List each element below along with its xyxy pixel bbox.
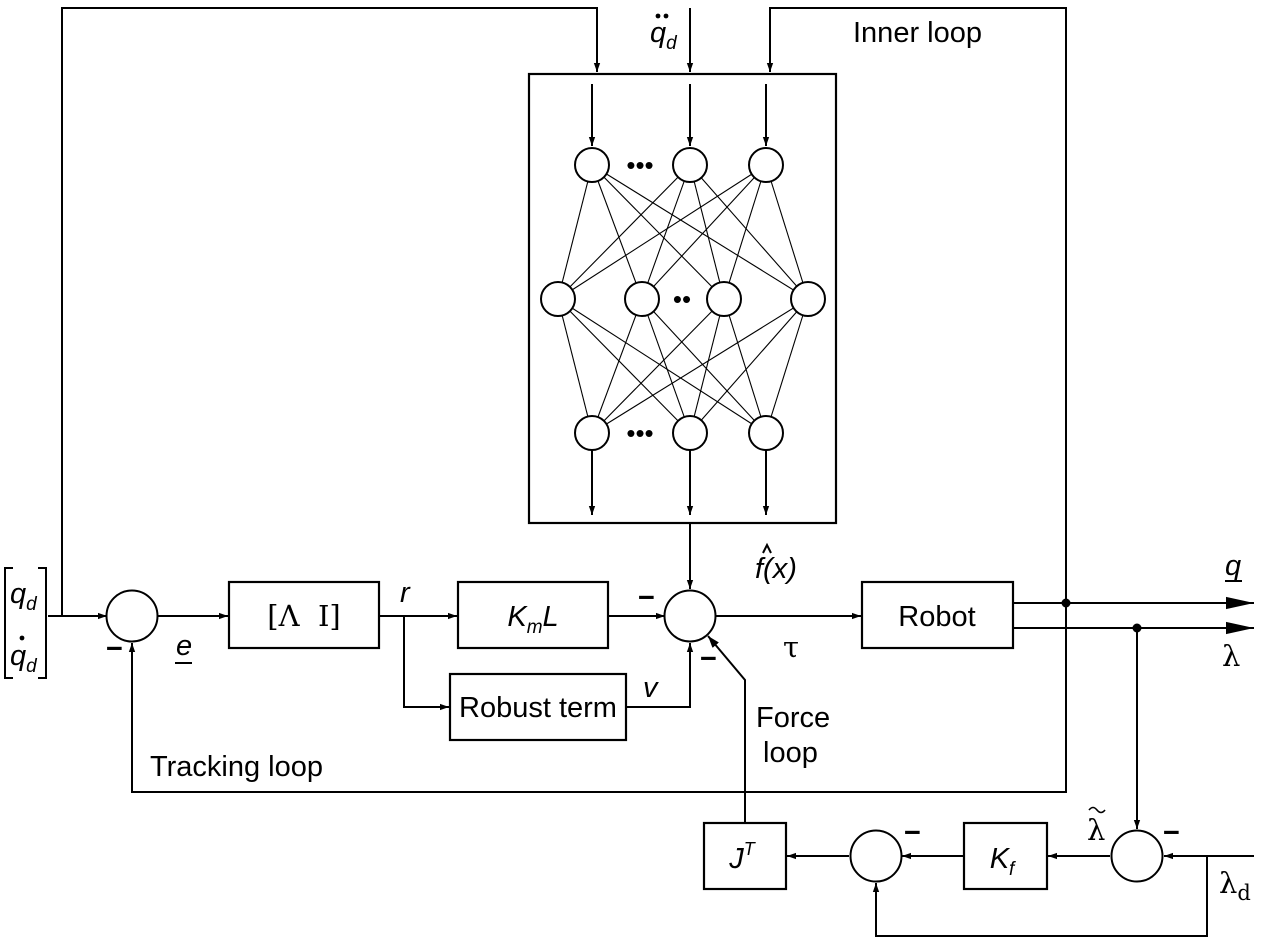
inner-loop-label: Inner loop [853, 17, 982, 49]
neural-network-block: ••• •• ••• [527, 72, 838, 525]
nn-output-node [748, 415, 784, 451]
robust-term-block: Robust term [448, 672, 628, 742]
nn-connection [591, 164, 643, 300]
qd-label: qd [10, 578, 38, 615]
tracking-loop-line [128, 603, 1067, 793]
tracking-minus-sign: − [106, 633, 123, 665]
hidden-layer-ellipsis: •• [673, 284, 691, 314]
lambda-junction-dot [1132, 623, 1142, 633]
nn-output-node [574, 415, 610, 451]
kml-gain-block: KmL [456, 580, 610, 650]
nn-connection [689, 164, 725, 300]
robust-minus-sign: − [700, 643, 717, 675]
nn-connection [557, 164, 767, 300]
input-bracket-right [38, 567, 47, 679]
nn-hidden-node [624, 281, 660, 317]
e-signal-label: e [176, 630, 192, 662]
qd-dot-label: qd [10, 640, 38, 677]
robot-label: Robot [898, 601, 975, 633]
nn-connection [641, 298, 691, 434]
robot-block: Robot [860, 580, 1015, 650]
nn-connections [557, 164, 809, 434]
nn-connection [689, 298, 725, 434]
input-layer-ellipsis: ••• [626, 150, 653, 180]
nn-connection [641, 164, 767, 300]
nn-connection [557, 164, 593, 300]
nn-input-node [672, 147, 708, 183]
nn-connection [591, 298, 809, 434]
lambda-tilde-label: λ [1087, 813, 1105, 847]
qdd-input-label-group: qd [650, 13, 678, 54]
nn-connection [557, 298, 593, 434]
nn-nodes [540, 147, 826, 451]
jt-block: JT [702, 821, 788, 891]
nn-hidden-node [540, 281, 576, 317]
robust-term-label: Robust term [459, 692, 617, 724]
q-output-label: q [1225, 550, 1241, 582]
lambda-matrix-block: [Λ I] [227, 580, 381, 650]
nn-input-node [574, 147, 610, 183]
input-bracket-left [4, 567, 13, 679]
kml-label: KmL [507, 601, 558, 638]
jt-label: JT [728, 839, 757, 875]
force-error-minus-sign: − [1163, 817, 1180, 849]
lambda-tilde-label-group: λ [1087, 806, 1106, 847]
force-command-minus-sign: − [904, 817, 921, 849]
tau-signal-label: τ [783, 630, 799, 664]
force-loop-line [707, 635, 746, 823]
nn-connection [641, 164, 691, 300]
tracking-summing-junction [105, 589, 159, 643]
lambda-output-label: λ [1222, 639, 1240, 673]
nn-connection [591, 164, 725, 300]
force-loop-label-line2: loop [763, 737, 818, 769]
desired-trajectory-input: qd qd [4, 567, 47, 679]
force-loop-label-line1: Force [756, 702, 830, 734]
kml-minus-sign: − [638, 582, 655, 614]
nn-hidden-node [790, 281, 826, 317]
tracking-loop-label: Tracking loop [150, 751, 323, 783]
nn-connection [689, 164, 809, 300]
v-signal-line [626, 643, 694, 708]
force-error-summing-junction [1110, 829, 1164, 883]
nn-connection [591, 298, 643, 434]
fhat-label-group: f(x) [755, 542, 797, 585]
force-command-summing-junction [849, 829, 903, 883]
nn-hidden-node [706, 281, 742, 317]
lambda-matrix-label: [Λ I] [267, 599, 340, 633]
nn-connection [591, 298, 725, 434]
q-junction-dot [1061, 598, 1071, 608]
v-signal-label: v [643, 672, 659, 704]
fhat-signal-label: f(x) [755, 553, 797, 585]
r-signal-label: r [400, 577, 411, 609]
nn-connection [723, 164, 767, 300]
qd-dot-accent [19, 635, 25, 641]
nn-connection [557, 298, 691, 434]
nn-connection [641, 298, 767, 434]
kf-label: Kf [990, 843, 1016, 880]
torque-summing-junction [663, 589, 717, 643]
qd-feedforward-line [61, 7, 601, 616]
fhat-accent [762, 542, 772, 554]
nn-connection [557, 298, 767, 434]
inner-loop-line [766, 7, 1067, 603]
r-to-robust-line [403, 616, 449, 711]
kf-gain-block: Kf [962, 821, 1049, 891]
lambda-d-feedforward-line [872, 856, 1208, 937]
nn-connection [689, 298, 809, 434]
lambda-tilde-accent [1088, 806, 1106, 814]
nn-connection [765, 298, 809, 434]
lambda-d-label: λd [1219, 866, 1251, 905]
nn-output-node [672, 415, 708, 451]
output-layer-ellipsis: ••• [626, 418, 653, 448]
nn-input-node [748, 147, 784, 183]
nn-connection [765, 164, 809, 300]
nn-connection [557, 164, 691, 300]
nn-connection [723, 298, 767, 434]
signal-lines [48, 7, 1254, 937]
qdd-label: qd [650, 17, 678, 54]
nn-connection [591, 164, 809, 300]
